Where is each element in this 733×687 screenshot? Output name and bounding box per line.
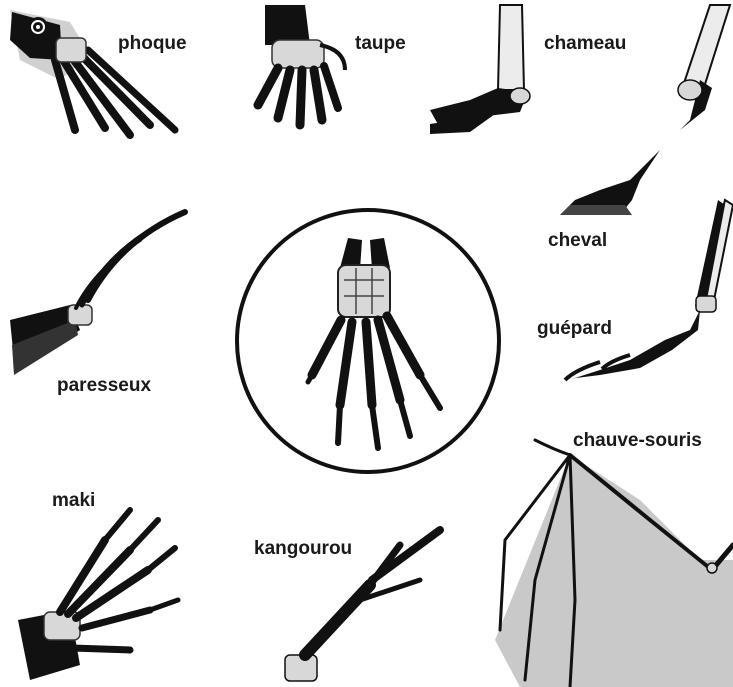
label-maki: maki [52,490,95,512]
label-cheval: cheval [548,230,607,252]
mole-hand [258,5,345,125]
cheetah-foot [560,200,733,380]
label-taupe: taupe [355,33,406,55]
label-chameau: chameau [544,33,626,55]
camel-foot [430,5,530,134]
sloth-arm [10,212,185,375]
bat-wing [495,440,733,687]
label-phoque: phoque [118,33,187,55]
label-paresseux: paresseux [57,375,151,397]
central-limb [237,210,499,472]
label-guepard: guépard [537,318,612,340]
label-chauve-souris: chauve-souris [573,430,702,452]
corner-spiral-icon [28,17,48,37]
lemur-hand [18,510,178,680]
label-kangourou: kangourou [254,538,352,560]
